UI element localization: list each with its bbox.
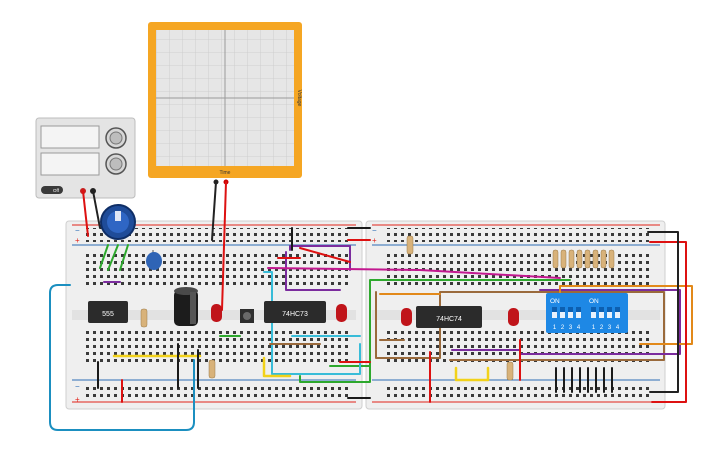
dip-number: 1	[553, 325, 557, 331]
chip-555-label: 555	[102, 311, 114, 318]
resistor[interactable]	[140, 235, 514, 381]
dip-number: 3	[608, 325, 612, 331]
resistor-array[interactable]	[552, 249, 615, 269]
chip-74hc74[interactable]: 74HC74	[416, 306, 482, 328]
power-button[interactable]	[41, 186, 63, 194]
rail-minus-label-right: −	[372, 226, 377, 235]
power-button-label: Off	[53, 188, 60, 193]
ceramic-capacitor[interactable]	[146, 250, 162, 270]
dip-number: 1	[592, 325, 596, 331]
rail-plus-label-right: +	[372, 236, 377, 245]
potentiometer[interactable]	[100, 204, 136, 240]
wire-blue-loop[interactable]	[49, 284, 195, 431]
rail-minus-label-bottom: −	[75, 382, 80, 391]
wire-psu-black[interactable]	[92, 190, 101, 229]
led-2[interactable]	[336, 304, 347, 322]
dip-number: 4	[577, 325, 581, 331]
rail-minus-label: −	[75, 226, 80, 235]
rail-plus-label-bottom: +	[75, 395, 80, 404]
wires[interactable]	[49, 181, 693, 431]
dip-on-label-2: ON	[589, 298, 599, 305]
electrolytic-capacitor[interactable]	[174, 287, 198, 326]
led-3[interactable]	[401, 308, 412, 326]
chip-555[interactable]: 555	[88, 301, 128, 323]
chip-74hc74-label: 74HC74	[436, 316, 462, 323]
power-supply-display-1	[40, 125, 100, 149]
led-1[interactable]	[211, 304, 222, 322]
wire-brown-loop[interactable]	[375, 291, 665, 361]
power-supply[interactable]: Off	[35, 117, 136, 199]
wire-scope-red[interactable]	[221, 181, 227, 311]
dip-number: 2	[561, 325, 565, 331]
rail-plus-label: +	[75, 236, 80, 245]
led-4[interactable]	[508, 308, 519, 326]
oscilloscope-voltage-label: Voltage	[296, 90, 302, 107]
push-button[interactable]	[240, 309, 254, 323]
oscilloscope-time-label: Time	[220, 170, 231, 176]
chip-74hc73-label: 74HC73	[282, 311, 308, 318]
dip-number: 3	[569, 325, 573, 331]
wire-purple-1[interactable]	[289, 245, 351, 271]
power-supply-display-2	[40, 152, 100, 176]
wire-green-main[interactable]	[299, 279, 571, 383]
wire-psu-red[interactable]	[82, 190, 89, 237]
wire-scope-black[interactable]	[211, 181, 217, 241]
components[interactable]: 555 74HC73 74HC74	[88, 204, 628, 381]
dip-number: 4	[616, 325, 620, 331]
oscilloscope[interactable]: Time Voltage	[148, 22, 302, 185]
wire-magenta[interactable]	[267, 267, 561, 279]
dip-switch[interactable]: ON ON 1 2 3 4 1 2 3 4	[546, 293, 628, 333]
chip-74hc73[interactable]: 74HC73	[264, 301, 326, 323]
dip-number: 2	[600, 325, 604, 331]
dip-on-label-1: ON	[550, 298, 560, 305]
